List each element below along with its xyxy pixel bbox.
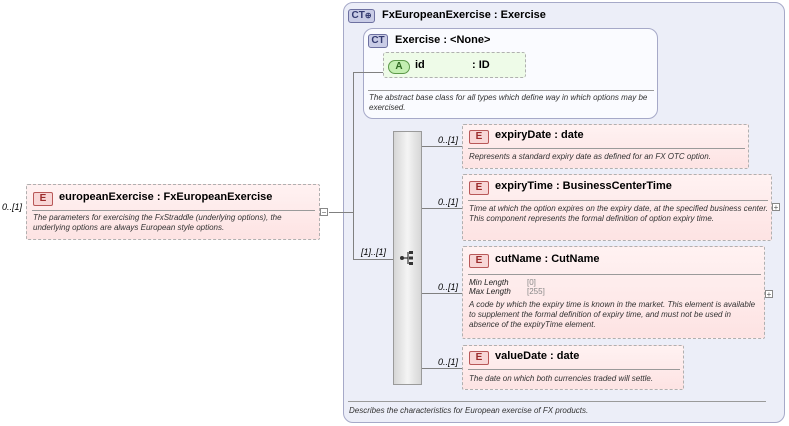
base-type-description: The abstract base class for all types wh…: [369, 93, 648, 112]
base-type-title: Exercise : <None>: [395, 34, 491, 46]
element-badge: E: [469, 351, 489, 365]
value-date-separator: [468, 369, 680, 370]
sequence-icon: ⊕: [364, 11, 372, 20]
value-date-title: valueDate : date: [495, 350, 580, 362]
root-multiplicity: 0..[1]: [2, 202, 23, 212]
connector-trunk: [353, 72, 354, 260]
element-cut-name[interactable]: E cutName : CutName Min Length [0] Max L…: [462, 246, 765, 339]
attribute-badge: A: [388, 60, 410, 74]
attribute-id[interactable]: A id : ID: [383, 52, 526, 78]
element-expiry-time[interactable]: E expiryTime : BusinessCenterTime Time a…: [462, 174, 772, 241]
sequence-multiplicity: [1]..[1]: [361, 247, 387, 257]
child-1-multiplicity: 0..[1]: [438, 135, 459, 145]
base-type-badge: CT: [368, 34, 388, 48]
expiry-time-expand-toggle[interactable]: +: [772, 203, 780, 212]
root-element-european-exercise[interactable]: E europeanExercise : FxEuropeanExercise …: [26, 184, 320, 240]
attribute-name: id: [415, 59, 425, 71]
child-3-multiplicity: 0..[1]: [438, 282, 459, 292]
connector-child-4: [421, 368, 462, 369]
sequence-icon: [400, 251, 413, 265]
root-description: The parameters for exercising the FxStra…: [33, 213, 282, 232]
complex-type-badge: CT⊕: [348, 9, 375, 23]
root-separator: [32, 210, 315, 211]
sequence-bar[interactable]: [393, 131, 422, 385]
expiry-time-title: expiryTime : BusinessCenterTime: [495, 180, 672, 192]
element-badge: E: [469, 130, 489, 144]
child-2-multiplicity: 0..[1]: [438, 197, 459, 207]
expiry-date-title: expiryDate : date: [495, 129, 584, 141]
element-badge: E: [33, 192, 53, 206]
expiry-time-separator: [468, 200, 768, 201]
type-box-description: Describes the characteristics for Europe…: [349, 406, 589, 415]
cut-name-expand-toggle[interactable]: +: [765, 290, 773, 299]
type-box-separator: [348, 401, 766, 402]
cut-name-title: cutName : CutName: [495, 253, 600, 265]
ct-badge-label: CT: [351, 10, 365, 21]
expiry-date-separator: [468, 148, 745, 149]
connector-child-2: [421, 208, 462, 209]
attribute-type: : ID: [472, 59, 490, 71]
element-badge: E: [469, 181, 489, 195]
max-length-label: Max Length: [469, 287, 511, 296]
element-expiry-date[interactable]: E expiryDate : date Represents a standar…: [462, 124, 749, 169]
connector-root-out: [329, 212, 353, 213]
cut-name-description: A code by which the expiry time is known…: [469, 300, 756, 329]
connector-child-3: [421, 293, 462, 294]
child-4-multiplicity: 0..[1]: [438, 357, 459, 367]
root-title: europeanExercise : FxEuropeanExercise: [59, 191, 273, 203]
expiry-time-description: Time at which the option expires on the …: [469, 204, 768, 223]
element-badge: E: [469, 254, 489, 268]
root-collapse-toggle[interactable]: −: [320, 208, 328, 217]
max-length-value: [255]: [527, 287, 545, 296]
connector-child-1: [421, 146, 462, 147]
min-length-label: Min Length: [469, 278, 509, 287]
expiry-date-description: Represents a standard expiry date as def…: [469, 152, 711, 161]
cut-name-separator: [468, 274, 761, 275]
connector-sequence: [353, 259, 393, 260]
base-type-separator: [368, 90, 654, 91]
element-value-date[interactable]: E valueDate : date The date on which bot…: [462, 345, 684, 390]
value-date-description: The date on which both currencies traded…: [469, 374, 654, 383]
min-length-value: [0]: [527, 278, 536, 287]
type-box-title: FxEuropeanExercise : Exercise: [382, 9, 546, 21]
connector-attr: [353, 72, 383, 73]
